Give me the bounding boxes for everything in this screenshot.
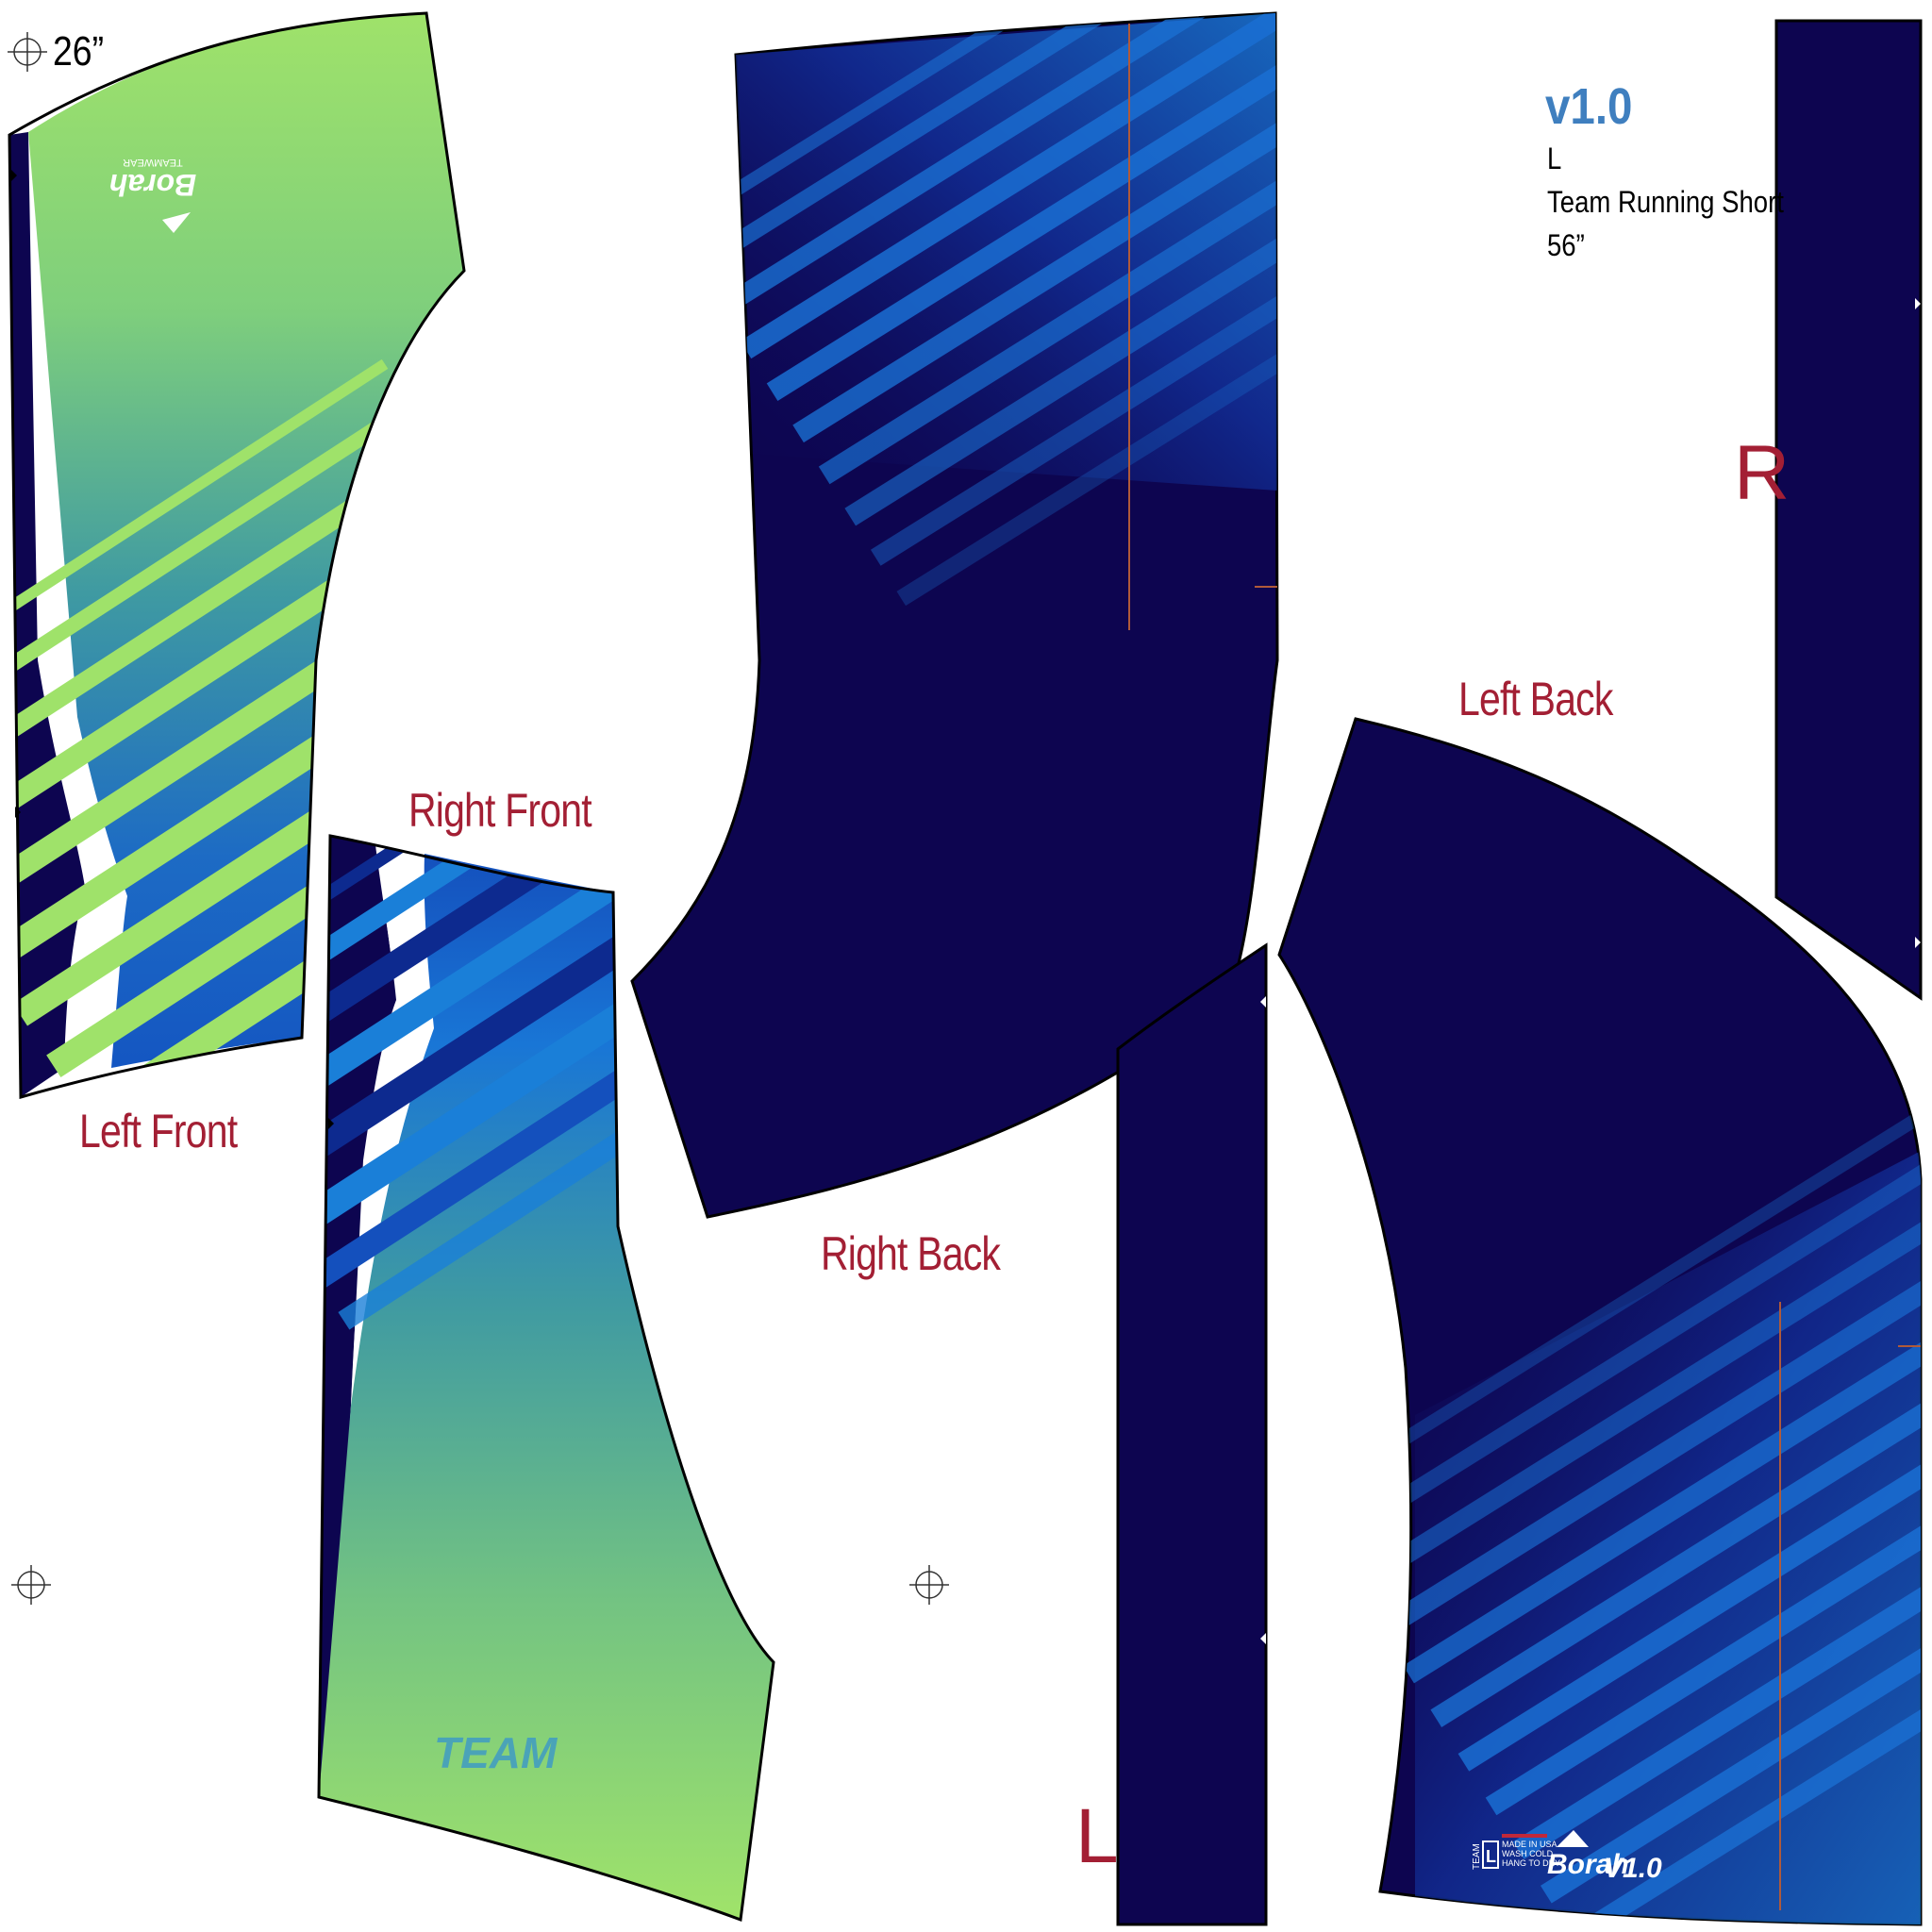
version-label: v1.0	[1545, 78, 1633, 135]
svg-text:TEAM: TEAM	[434, 1728, 558, 1777]
label-right-back: Right Back	[821, 1227, 1001, 1280]
registration-mark-icon	[8, 32, 47, 72]
left-back-stripes	[1298, 1047, 1921, 1924]
strip-label-l: L	[1075, 1793, 1119, 1879]
svg-text:Borah: Borah	[109, 168, 196, 202]
svg-text:WASH COLD: WASH COLD	[1502, 1849, 1554, 1858]
right-front-body	[319, 854, 774, 1920]
left-back-panel: TEAM L MADE IN USA WASH COLD HANG TO DRY…	[1277, 717, 1923, 1926]
svg-text:V1.0: V1.0	[1604, 1853, 1662, 1884]
label-right-front: Right Front	[408, 784, 592, 837]
right-back-panel	[630, 11, 1279, 1219]
right-back-stripes	[667, 13, 1277, 607]
waistband-strip-left	[1116, 942, 1268, 1926]
svg-text:HANG TO DRY: HANG TO DRY	[1502, 1858, 1560, 1868]
size-code-label: L	[1547, 142, 1562, 175]
registration-mark-icon	[909, 1565, 949, 1605]
svg-text:TEAM: TEAM	[1472, 1843, 1482, 1870]
strip-label-r: R	[1734, 430, 1790, 516]
right-front-white-gap	[351, 845, 434, 1406]
team-logo: TEAM	[434, 1728, 558, 1777]
waistband-strip-right	[1774, 19, 1923, 1001]
registration-mark-icon	[11, 1565, 51, 1605]
notch-marks	[11, 170, 334, 1129]
product-name-label: Team Running Short	[1547, 185, 1784, 219]
label-left-front: Left Front	[79, 1105, 238, 1158]
svg-text:L: L	[1486, 1847, 1496, 1866]
svg-text:MADE IN USA: MADE IN USA	[1502, 1840, 1557, 1849]
svg-text:Borah: Borah	[1547, 1849, 1629, 1880]
width-label: 56”	[1547, 228, 1585, 262]
size-inches-label: 26”	[53, 28, 105, 75]
label-left-back: Left Back	[1458, 673, 1613, 725]
borah-logo-icon: Borah TEAMWEAR	[109, 157, 196, 233]
svg-text:TEAMWEAR: TEAMWEAR	[123, 157, 183, 168]
care-tag: TEAM L MADE IN USA WASH COLD HANG TO DRY…	[1472, 1830, 1662, 1884]
